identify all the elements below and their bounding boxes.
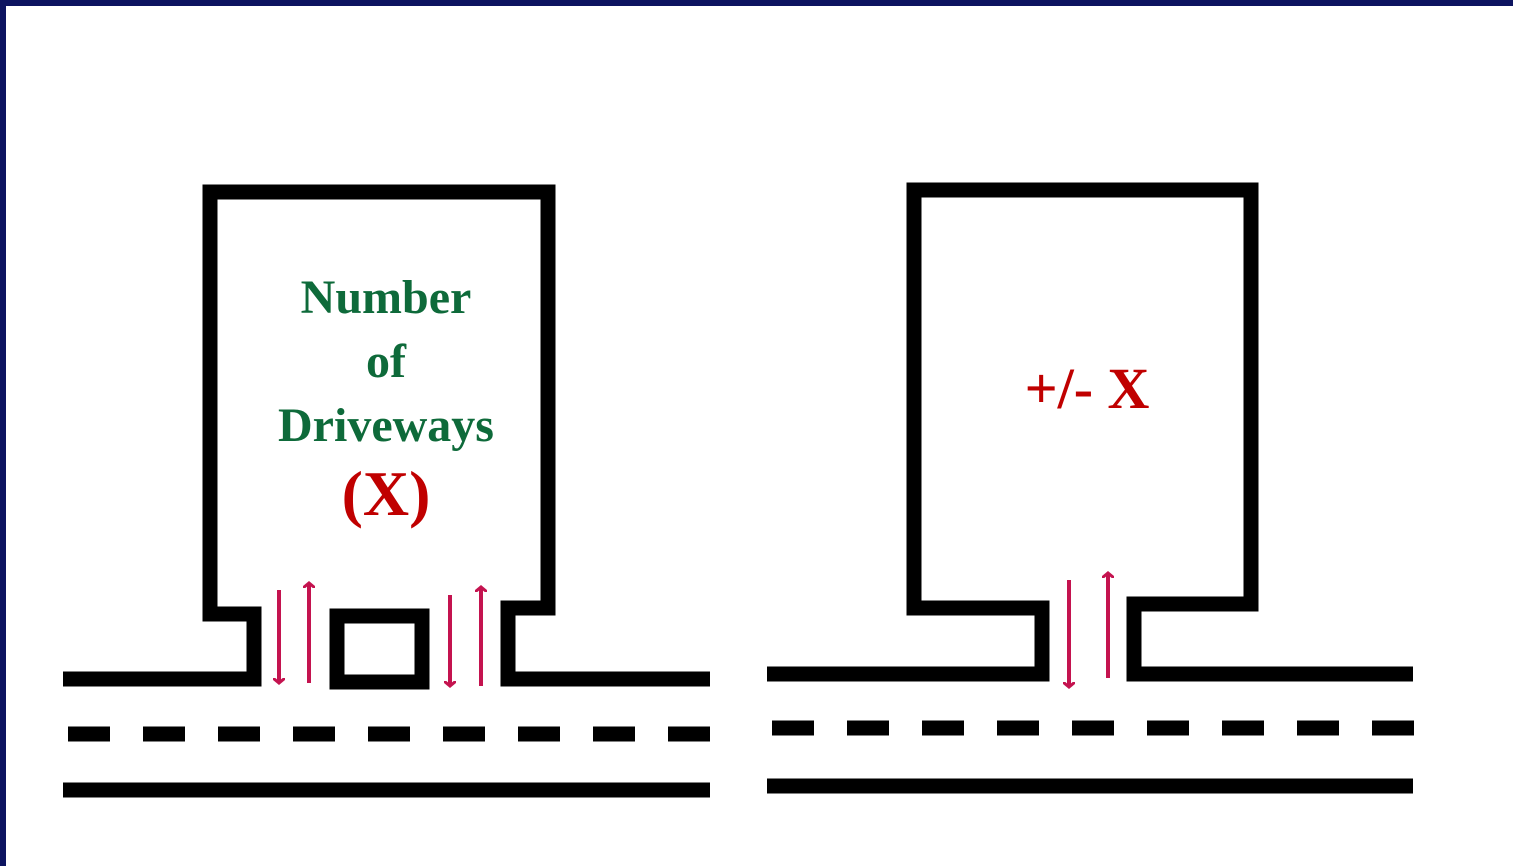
left-label-line-2: of bbox=[366, 335, 407, 388]
right-building-outline bbox=[767, 182, 1413, 682]
right-change-label: +/- X bbox=[1025, 356, 1150, 421]
left-label-line-1: Number bbox=[301, 271, 472, 324]
left-building-outline bbox=[63, 184, 710, 687]
left-driveway-island bbox=[329, 608, 430, 690]
left-panel: Number of Driveways (X) bbox=[63, 184, 716, 798]
left-variable-label: (X) bbox=[342, 458, 431, 529]
left-label-line-3: Driveways bbox=[278, 399, 494, 452]
right-panel: +/- X bbox=[767, 182, 1420, 794]
